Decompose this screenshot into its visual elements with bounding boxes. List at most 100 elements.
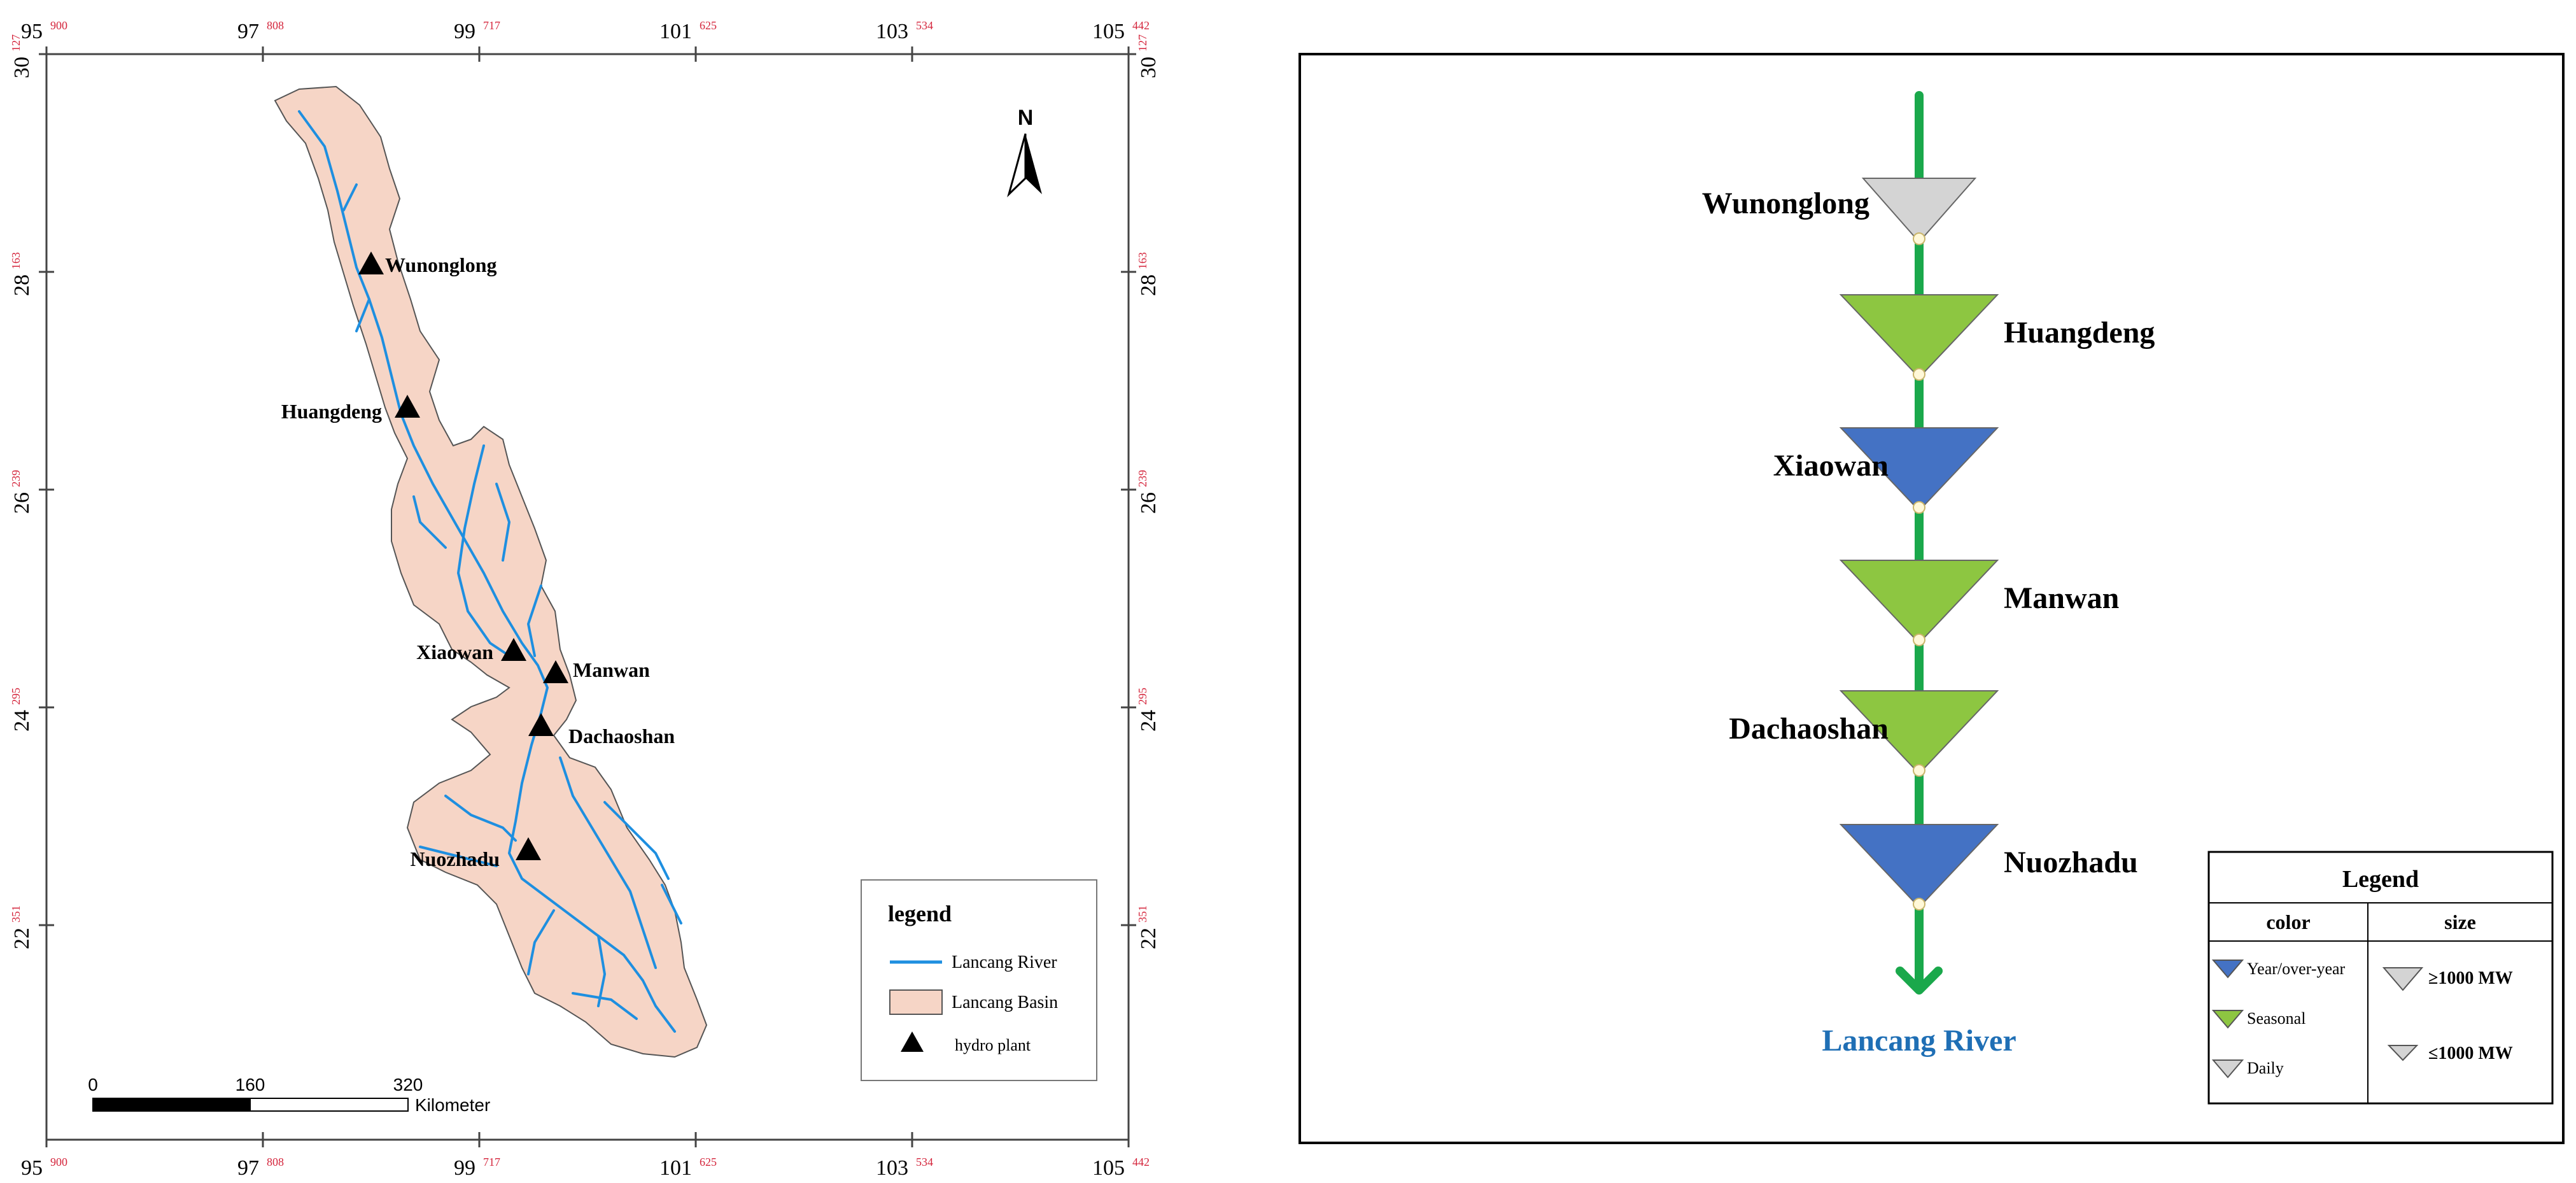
- scale-label-320: 320: [393, 1075, 423, 1094]
- station-label-xiaowan: Xiaowan: [1773, 449, 1889, 483]
- lat-tick-right-label: 28: [1137, 274, 1160, 296]
- lon-tick-bottom-label: 103: [876, 1156, 908, 1180]
- legend-small-size-triangle-icon: [2387, 1045, 2419, 1061]
- lon-tick-bottom-label: 101: [659, 1156, 692, 1180]
- lon-tick-bottom-minutes: 534: [916, 1156, 933, 1168]
- plant-marker-wunonglong: [358, 251, 384, 274]
- legend-plant-label: hydro plant: [955, 1036, 1031, 1054]
- legend-col-size: size: [2444, 910, 2476, 933]
- legend-plant-triangle-icon: [901, 1031, 924, 1052]
- lat-tick-right-label: 30: [1137, 57, 1160, 78]
- plant-label-huangdeng: Huangdeng: [281, 400, 382, 423]
- station-label-huangdeng: Huangdeng: [2004, 316, 2155, 350]
- lat-tick-right-minutes: 239: [1136, 470, 1149, 487]
- station-label-wunonglong: Wunonglong: [1702, 187, 1869, 220]
- lancang-basin-shape: [274, 85, 708, 1058]
- lon-tick-top-label: 95: [21, 20, 43, 43]
- lon-tick-top-minutes: 625: [700, 19, 717, 32]
- lon-tick-bottom-label: 95: [21, 1156, 43, 1180]
- legend-year-triangle-icon: [2211, 960, 2244, 979]
- lon-tick-top-minutes: 534: [916, 19, 933, 32]
- lon-tick-bottom-minutes: 442: [1132, 1156, 1150, 1168]
- lon-tick-top-minutes: 442: [1132, 19, 1150, 32]
- lon-tick-bottom-label: 97: [237, 1156, 259, 1180]
- schematic-legend-title: Legend: [2342, 866, 2419, 893]
- lon-tick-top-minutes: 900: [50, 19, 67, 32]
- lat-tick-left-label: 22: [10, 928, 34, 949]
- plant-label-xiaowan: Xiaowan: [416, 641, 493, 663]
- lon-tick-top-minutes: 717: [483, 19, 500, 32]
- legend-color-daily: Daily: [2247, 1059, 2284, 1077]
- lat-tick-right-minutes: 351: [1136, 905, 1149, 923]
- map-legend-title: legend: [888, 901, 952, 926]
- lat-tick-left-minutes: 127: [10, 34, 22, 52]
- station-triangle-xiaowan: [1839, 427, 1999, 512]
- legend-river-label: Lancang River: [952, 953, 1057, 972]
- station-node-dachaoshan: [1913, 764, 1925, 777]
- schematic-legend: Legend color size Year/over-year Seasona…: [2207, 851, 2554, 1105]
- station-node-xiaowan: [1913, 501, 1925, 514]
- plant-label-manwan: Manwan: [573, 658, 650, 681]
- plant-label-dachaoshan: Dachaoshan: [568, 725, 675, 747]
- legend-size-small: ≤1000 MW: [2428, 1044, 2513, 1063]
- legend-color-year: Year/over-year: [2247, 960, 2346, 978]
- lat-tick-left-label: 26: [10, 492, 34, 514]
- plant-marker-huangdeng: [395, 395, 420, 418]
- legend-large-size-triangle-icon: [2382, 967, 2424, 991]
- north-arrow-label: N: [1018, 106, 1034, 130]
- station-label-nuozhadu: Nuozhadu: [2004, 846, 2138, 879]
- legend-daily-triangle-icon: [2211, 1059, 2244, 1079]
- lat-tick-right-minutes: 163: [1136, 252, 1149, 269]
- lat-tick-left-label: 24: [10, 710, 34, 732]
- lat-tick-left-label: 28: [10, 274, 34, 296]
- scale-label-0: 0: [88, 1075, 98, 1094]
- station-triangle-wunonglong: [1861, 178, 1977, 243]
- lon-tick-top-label: 101: [659, 20, 692, 43]
- plant-marker-dachaoshan: [528, 713, 554, 736]
- legend-col-color: color: [2266, 910, 2310, 933]
- lat-tick-left-minutes: 351: [10, 905, 22, 923]
- station-label-manwan: Manwan: [2004, 581, 2119, 615]
- river-label: Lancang River: [1822, 1024, 2016, 1058]
- legend-basin-swatch: [889, 989, 943, 1015]
- legend-size-large: ≥1000 MW: [2428, 968, 2513, 988]
- station-triangle-nuozhadu: [1839, 824, 1999, 909]
- plant-label-wunonglong: Wunonglong: [385, 253, 497, 276]
- hydro-plant-markers: WunonglongHuangdengXiaowanManwanDachaosh…: [281, 251, 675, 870]
- map-legend: legend Lancang River Lancang Basin hydro…: [861, 879, 1097, 1081]
- legend-color-seasonal: Seasonal: [2247, 1009, 2305, 1028]
- station-node-manwan: [1913, 634, 1925, 646]
- station-triangle-manwan: [1839, 560, 1999, 644]
- lon-tick-bottom-minutes: 900: [50, 1156, 67, 1168]
- lat-tick-left-label: 30: [10, 57, 34, 78]
- lon-tick-bottom-label: 99: [454, 1156, 475, 1180]
- lat-tick-right-label: 22: [1137, 928, 1160, 949]
- north-arrow-icon: [1007, 133, 1027, 197]
- lancang-river-network: [298, 110, 682, 1033]
- scale-bar: 0 160 320 Kilometer: [88, 1075, 490, 1115]
- plant-marker-manwan: [543, 660, 568, 683]
- lat-tick-right-minutes: 127: [1136, 34, 1149, 52]
- lat-tick-right-minutes: 295: [1136, 688, 1149, 705]
- cascade-schematic: WunonglongHuangdengXiaowanManwanDachaosh…: [1299, 53, 2565, 1144]
- lon-tick-bottom-minutes: 625: [700, 1156, 717, 1168]
- lon-tick-bottom-minutes: 717: [483, 1156, 500, 1168]
- lat-tick-right-label: 24: [1137, 710, 1160, 732]
- legend-seasonal-triangle-icon: [2211, 1010, 2244, 1029]
- scale-label-160: 160: [236, 1075, 265, 1094]
- map-frame: [45, 53, 1130, 1141]
- plant-marker-xiaowan: [501, 638, 526, 661]
- lon-tick-bottom-label: 105: [1092, 1156, 1125, 1180]
- river-flow-arrowhead-icon: [1896, 967, 1943, 995]
